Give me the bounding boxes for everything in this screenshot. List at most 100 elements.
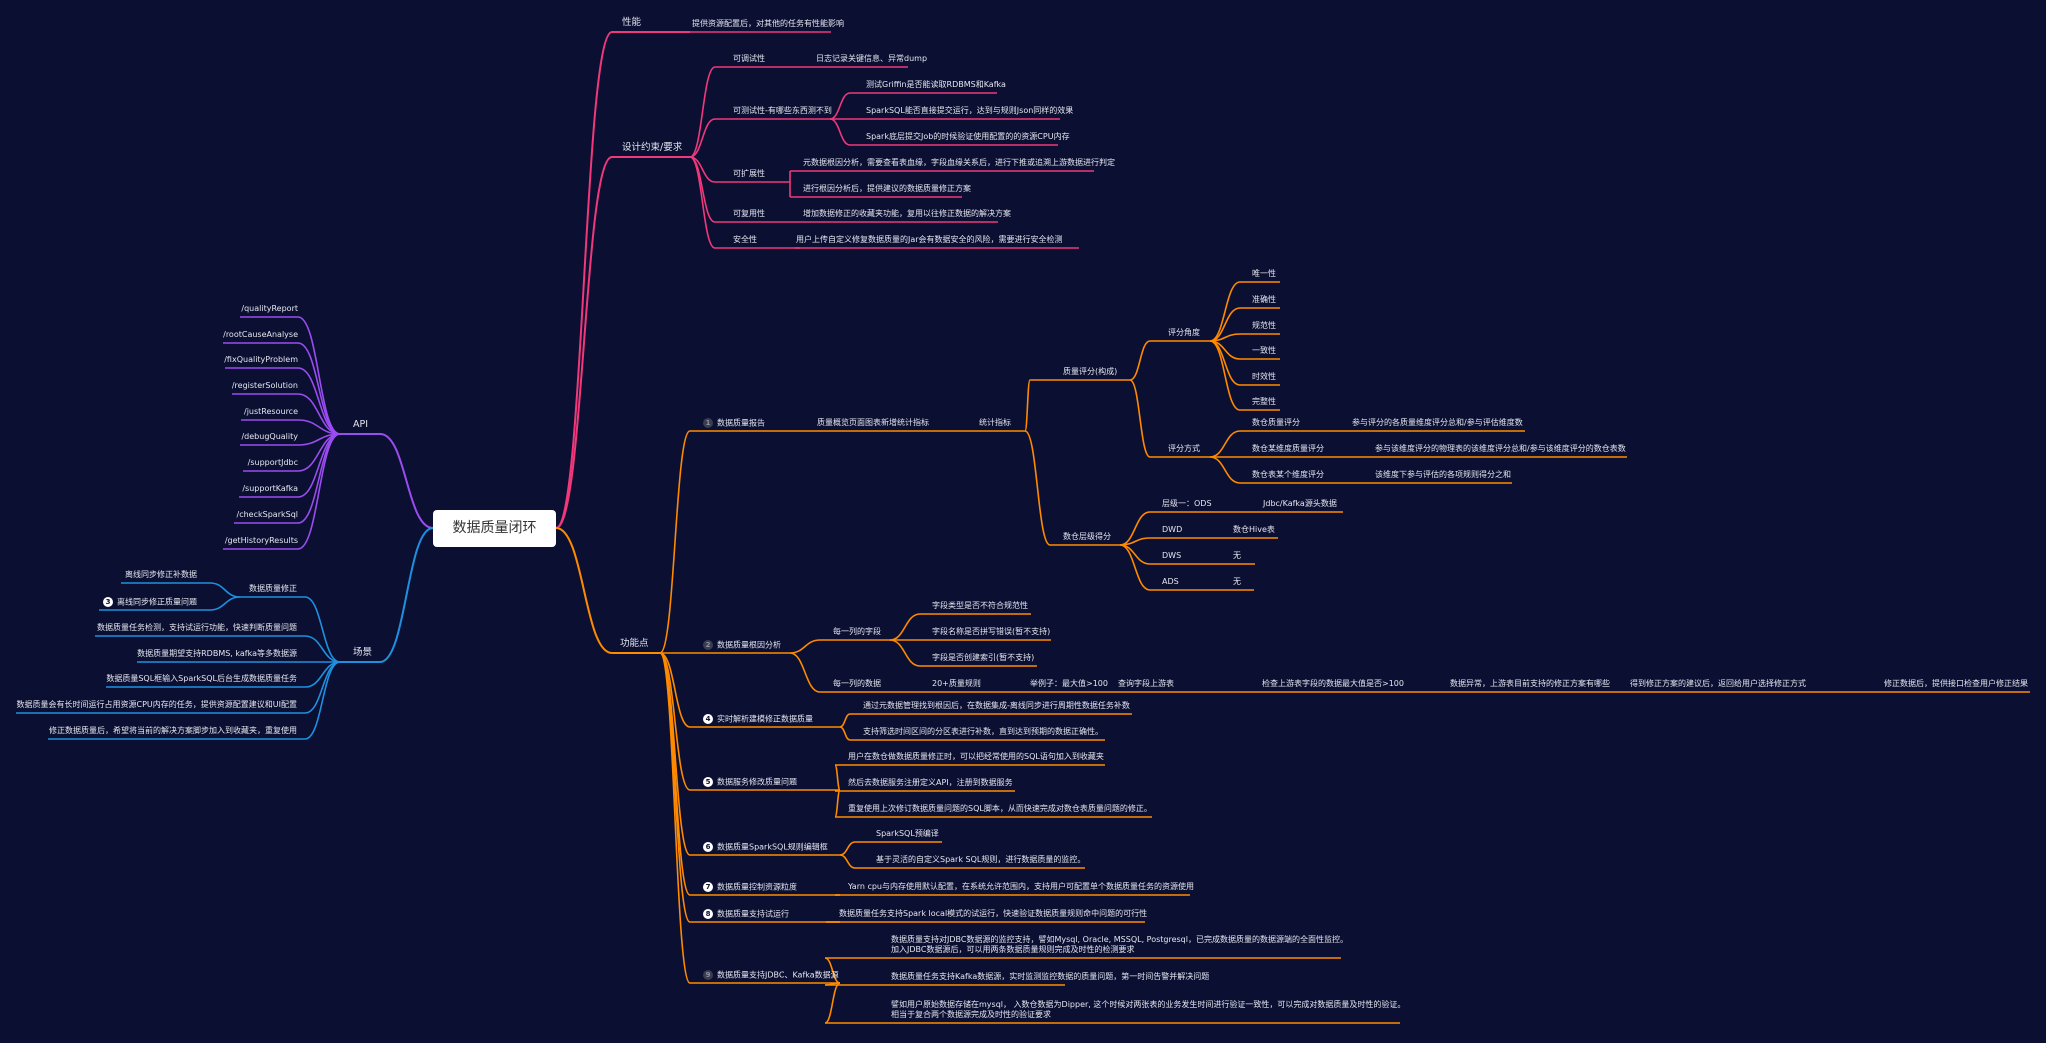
jdbc-kafka-item[interactable]: 譬如用户原始数据存储在mysql， 入数仓数据为Dipper, 这个时候对两张表… (891, 1000, 1405, 1020)
root-cause-field-item[interactable]: 字段是否创建索引(暂不支持) (932, 653, 1034, 663)
score-angle-item[interactable]: 时效性 (1252, 372, 1276, 382)
design-debuggability-detail[interactable]: 日志记录关键信息、异常dump (816, 54, 927, 64)
api-endpoint[interactable]: /justResource (244, 407, 298, 417)
root-cause-data[interactable]: 每一列的数据 (833, 679, 881, 689)
api-endpoint[interactable]: /qualityReport (241, 304, 298, 314)
api-endpoint[interactable]: /registerSolution (232, 381, 298, 391)
scenario-fix-item[interactable]: 离线同步修正补数据 (125, 570, 197, 580)
layer-name-label: ADS (1162, 577, 1179, 586)
layer-desc[interactable]: 数仓Hive表 (1233, 525, 1275, 535)
trial-item[interactable]: 数据质量任务支持Spark local模式的试运行，快速验证数据质量规则命中问题… (839, 909, 1147, 919)
root-cause-chain-step[interactable]: 20+质量规则 (932, 679, 981, 689)
layer-desc[interactable]: 无 (1233, 577, 1241, 587)
root-cause-chain-step[interactable]: 检查上游表字段的数据最大值是否>100 (1262, 679, 1404, 689)
sql-editor-item[interactable]: SparkSQL预编译 (876, 829, 939, 839)
score-method-name-label: 数仓质量评分 (1252, 418, 1300, 427)
api-endpoint[interactable]: /rootCauseAnalyse (223, 330, 298, 340)
score-angle-item[interactable]: 准确性 (1252, 295, 1276, 305)
layer-desc[interactable]: Jdbc/Kafka源头数据 (1263, 499, 1337, 509)
report-stats[interactable]: 统计指标 (979, 418, 1011, 428)
design-debuggability[interactable]: 可调试性 (733, 54, 765, 64)
service-fix-item[interactable]: 用户在数仓做数据质量修正时，可以把经常使用的SQL语句加入到收藏夹 (848, 752, 1104, 762)
root-cause-chain-step[interactable]: 数据异常，上游表目前支持的修正方案有哪些 (1450, 679, 1610, 689)
branch-scenario[interactable]: 场景 (353, 647, 372, 659)
service-fix-item[interactable]: 重复使用上次修订数据质量问题的SQL脚本，从而快速完成对数仓表质量问题的修正。 (848, 804, 1152, 814)
score-method-name[interactable]: 数仓表某个维度评分 (1252, 470, 1324, 480)
score-angles[interactable]: 评分角度 (1168, 328, 1200, 338)
layer-name[interactable]: 层级一：ODS (1162, 499, 1212, 509)
scenario-item[interactable]: 数据质量任务检测，支持试运行功能，快速判断质量问题 (97, 623, 297, 633)
layer-name[interactable]: DWS (1162, 551, 1181, 561)
testability-item[interactable]: Spark底层提交Job的时候验证使用配置的的资源CPU内存 (866, 132, 1070, 142)
design-reusability-detail[interactable]: 增加数据修正的收藏夹功能，复用以往修正数据的解决方案 (803, 209, 1011, 219)
design-extensibility[interactable]: 可扩展性 (733, 169, 765, 179)
branch-performance[interactable]: 性能 (622, 17, 641, 29)
sql-editor-item[interactable]: 基于灵活的自定义Spark SQL规则，进行数据质量的监控。 (876, 855, 1085, 865)
design-testability[interactable]: 可测试性-有哪些东西测不到 (733, 106, 832, 116)
connector-curve (1209, 333, 1241, 342)
branch-features[interactable]: 功能点 (620, 638, 649, 650)
testability-item[interactable]: 测试Griffin是否能读取RDBMS和Kafka (866, 80, 1006, 90)
score-angle-item[interactable]: 一致性 (1252, 346, 1276, 356)
api-endpoint[interactable]: /getHistoryResults (225, 536, 298, 546)
layer-desc[interactable]: 无 (1233, 551, 1241, 561)
root-cause-chain-step[interactable]: 得到修正方案的建议后，返回给用户选择修正方式 (1630, 679, 1806, 689)
root-cause-field-item[interactable]: 字段名称是否拼写错误(暂不支持) (932, 627, 1050, 637)
score-angle-item[interactable]: 完整性 (1252, 397, 1276, 407)
scenario-item[interactable]: 数据质量SQL框输入SparkSQL后台生成数据质量任务 (106, 674, 297, 684)
score-angle-item[interactable]: 规范性 (1252, 321, 1276, 331)
score-method-name[interactable]: 数仓质量评分 (1252, 418, 1300, 428)
root-cause-fields[interactable]: 每一列的字段 (833, 627, 881, 637)
layer-name[interactable]: DWD (1162, 525, 1182, 535)
api-endpoint-label: /rootCauseAnalyse (223, 330, 298, 339)
jdbc-kafka-item[interactable]: 数据质量支持对JDBC数据源的监控支持，譬如Mysql, Oracle, MSS… (891, 935, 1348, 955)
api-endpoint[interactable]: /fixQualityProblem (224, 355, 298, 365)
scenario-item[interactable]: 数据质量期望支持RDBMS, kafka等多数据源 (137, 649, 297, 659)
design-security-detail[interactable]: 用户上传自定义修复数据质量的Jar会有数据安全的风险，需要进行安全检测 (796, 235, 1063, 245)
jdbc-kafka-item[interactable]: 数据质量任务支持Kafka数据源，实时监测监控数据的质量问题，第一时间告警并解决… (891, 972, 1209, 982)
scenario-item[interactable]: 修正数据质量后，希望将当前的解决方案脚步加入到收藏夹，重复使用 (49, 726, 297, 736)
realtime-fix-item[interactable]: 支持筛选时间区间的分区表进行补数，直到达到预期的数据正确性。 (863, 727, 1103, 737)
root-cause-chain-step[interactable]: 修正数据后，提供接口检查用户修正结果 (1884, 679, 2028, 689)
layer-name[interactable]: ADS (1162, 577, 1179, 587)
root-cause-chain-step[interactable]: 查询字段上游表 (1118, 679, 1174, 689)
score-method-desc[interactable]: 参与评分的各质量维度评分总和/参与评估维度数 (1352, 418, 1523, 428)
api-endpoint[interactable]: /supportJdbc (248, 458, 298, 468)
root-cause-chain-step[interactable]: 举例子：最大值>100 (1030, 679, 1108, 689)
score-method-name[interactable]: 数仓某维度质量评分 (1252, 444, 1324, 454)
score-method-desc[interactable]: 该维度下参与评估的各项规则得分之和 (1375, 470, 1511, 480)
branch-design[interactable]: 设计约束/要求 (622, 142, 682, 154)
score-angle-item[interactable]: 唯一性 (1252, 269, 1276, 279)
extensibility-item[interactable]: 元数据根因分析，需要查看表血缘，字段血缘关系后，进行下推或追溯上游数据进行判定 (803, 158, 1115, 168)
design-reusability[interactable]: 可复用性 (733, 209, 765, 219)
service-fix-item[interactable]: 然后去数据服务注册定义API，注册到数据服务 (848, 778, 1013, 788)
quality-score[interactable]: 质量评分(构成) (1063, 367, 1117, 377)
api-endpoint[interactable]: /supportKafka (242, 484, 298, 494)
design-security[interactable]: 安全性 (733, 235, 757, 245)
layer-score[interactable]: 数仓层级得分 (1063, 532, 1111, 542)
score-methods[interactable]: 评分方式 (1168, 444, 1200, 454)
score-method-desc[interactable]: 参与该维度评分的物理表的该维度评分总和/参与该维度评分的数仓表数 (1375, 444, 1626, 454)
branch-api[interactable]: API (353, 419, 368, 431)
report-overview[interactable]: 质量概览页面图表新增统计指标 (817, 418, 929, 428)
scenario-fix[interactable]: 数据质量修正 (249, 584, 297, 594)
api-endpoint[interactable]: /debugQuality (241, 432, 298, 442)
testability-item[interactable]: SparkSQL能否直接提交运行，达到与规则Json同样的效果 (866, 106, 1073, 116)
resource-item[interactable]: Yarn cpu与内存使用默认配置，在系统允许范围内，支持用户可配置单个数据质量… (848, 882, 1194, 892)
performance-detail[interactable]: 提供资源配置后，对其他的任务有性能影响 (692, 19, 844, 29)
scenario-item[interactable]: 数据质量会有长时间运行占用资源CPU内存的任务，提供资源配置建议和UI配置 (17, 700, 297, 710)
root-node[interactable]: 数据质量闭环 (433, 510, 556, 547)
realtime-fix-item[interactable]: 通过元数据管理找到根因后，在数据集成-离线同步进行周期性数据任务补数 (863, 701, 1130, 711)
extensibility-item[interactable]: 进行根因分析后，提供建议的数据质量修正方案 (803, 184, 971, 194)
root-cause-field-item[interactable]: 字段类型是否不符合规范性 (932, 601, 1028, 611)
api-endpoint[interactable]: /checkSparkSql (237, 510, 298, 520)
